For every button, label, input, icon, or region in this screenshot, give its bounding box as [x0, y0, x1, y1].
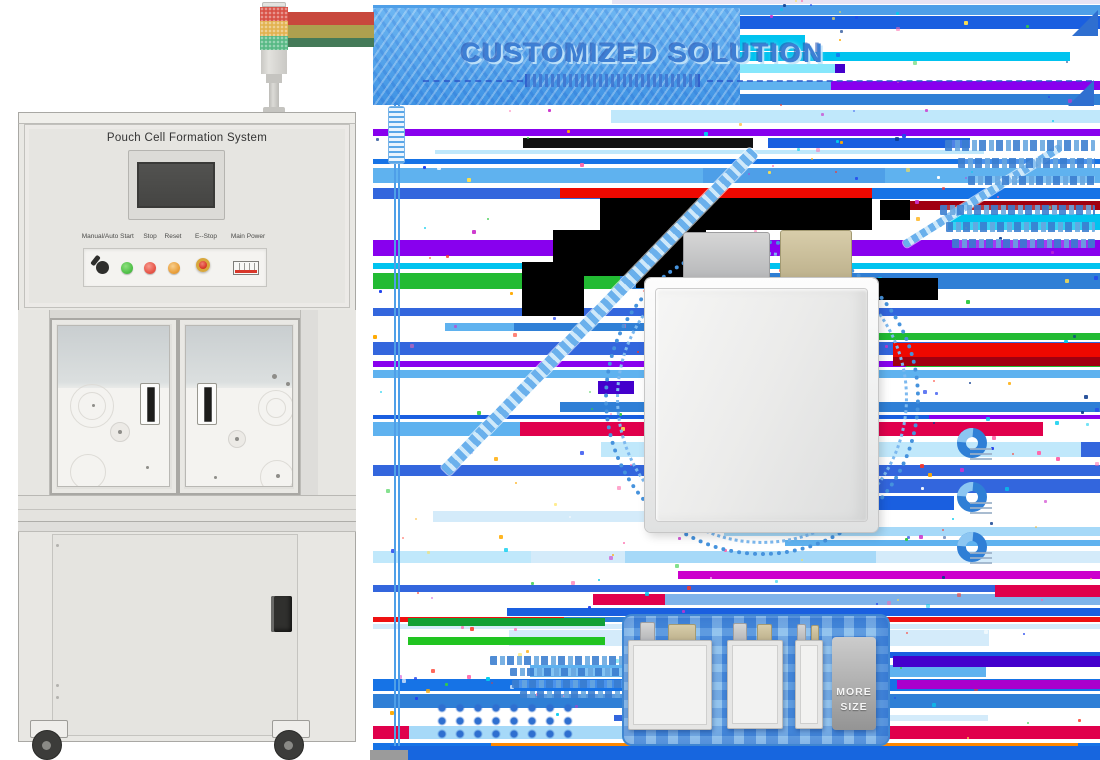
banner: CUSTOMIZED SOLUTION: [373, 8, 1092, 105]
pouch-cell-large: [645, 278, 878, 532]
corrupted-text-block: [940, 205, 1095, 215]
corner-triangle-icon: [1072, 10, 1098, 36]
caster-hub: [284, 741, 293, 750]
glitch-zipper-pattern: [388, 106, 405, 164]
right-door-handle: [197, 383, 217, 425]
feature-badge-ring-icon: [957, 532, 992, 564]
glitch-black-block: [868, 278, 938, 300]
tower-light-cap: [262, 2, 286, 7]
caster-hub: [42, 741, 51, 750]
corner-triangle-icon: [1068, 80, 1094, 106]
glitch-gray-chip: [370, 750, 408, 760]
machine-top-strip: [18, 112, 356, 124]
corrupted-text-block: [968, 176, 1095, 185]
corrupted-text-block: [512, 680, 715, 688]
corrupted-subtitle-text: [525, 74, 700, 87]
tower-light-neck: [266, 74, 282, 83]
subtitle-divider: [707, 80, 1092, 82]
screw: [56, 696, 59, 699]
stop-button: [144, 262, 156, 274]
corrupted-text-block: [952, 239, 1095, 248]
screw: [56, 684, 59, 687]
reset-button: [168, 262, 180, 274]
pouch-cell-small-3: [795, 640, 823, 729]
banner-title: CUSTOMIZED SOLUTION: [461, 38, 825, 68]
main-power-switch: [233, 261, 259, 275]
feature-badge-ring-icon: [957, 428, 992, 460]
power-switch-grid: [235, 263, 257, 270]
pouch-cell-negative-tab: [683, 232, 770, 282]
corrupted-text-block: [945, 140, 1095, 151]
glitch-crimson-bar: [995, 585, 1100, 597]
cabinet-handle: [271, 596, 292, 632]
control-label-estop: E--Stop: [194, 233, 218, 240]
vertical-accent-line: [394, 105, 400, 747]
glitch-purple-bar: [897, 680, 1100, 689]
subtitle-divider: [423, 80, 523, 82]
glitch-black-block: [522, 262, 584, 316]
glitch-indigo-bar: [893, 656, 1100, 667]
pouch-cell-face: [656, 289, 867, 521]
cabinet-lip: [18, 522, 356, 532]
control-label-main-power: Main Power: [230, 233, 266, 240]
glitch-red-bar: [893, 343, 1100, 357]
power-switch-red-bar: [235, 270, 257, 273]
glitch-green-bar: [408, 618, 605, 626]
glitch-black-block: [880, 200, 910, 220]
dot-grid-pattern: [435, 702, 580, 741]
glitch-darkred-bar: [893, 357, 1100, 366]
tower-light-green: [260, 36, 288, 50]
left-frame-rail: [18, 310, 50, 522]
left-door-handle: [140, 383, 160, 425]
bottom-accent-bar: [390, 746, 1100, 760]
glitch-band-green: [288, 38, 374, 47]
tower-light-foot: [263, 107, 285, 114]
control-label-start: Start: [120, 233, 134, 240]
start-button: [121, 262, 133, 274]
corrupted-text-block: [946, 222, 1095, 232]
more-size-card: MORE SIZE: [832, 637, 876, 730]
control-label-manual-auto: Manual/Auto: [81, 233, 119, 240]
corrupted-text-block: [510, 668, 715, 676]
tower-light-amber: [260, 21, 288, 36]
glitch-green-bar: [408, 637, 605, 645]
corrupted-text-block: [958, 158, 1095, 168]
cabinet-door: [52, 534, 298, 736]
pouch-cell-small-2: [727, 640, 783, 729]
touchscreen: [137, 162, 215, 208]
emergency-stop-button: [196, 258, 210, 272]
tower-light-pole: [269, 83, 279, 109]
right-frame-rail: [300, 310, 356, 522]
corrupted-text-block: [520, 691, 715, 698]
glitch-band-red: [288, 12, 374, 25]
machine-title: Pouch Cell Formation System: [106, 132, 268, 144]
glitch-black-block: [600, 198, 872, 230]
tower-light-red: [260, 7, 288, 21]
door-sill: [18, 495, 356, 522]
glitch-band-olive: [288, 25, 374, 38]
control-label-reset: Reset: [164, 233, 182, 240]
tower-light-base: [261, 50, 287, 74]
pouch-cell-positive-tab: [780, 230, 852, 282]
screw: [56, 544, 59, 547]
manual-auto-knob: [96, 261, 109, 274]
corrupted-text-block: [490, 656, 715, 665]
control-label-stop: Stop: [143, 233, 157, 240]
feature-badge-ring-icon: [957, 482, 992, 514]
pouch-cell-small-1: [628, 640, 712, 730]
